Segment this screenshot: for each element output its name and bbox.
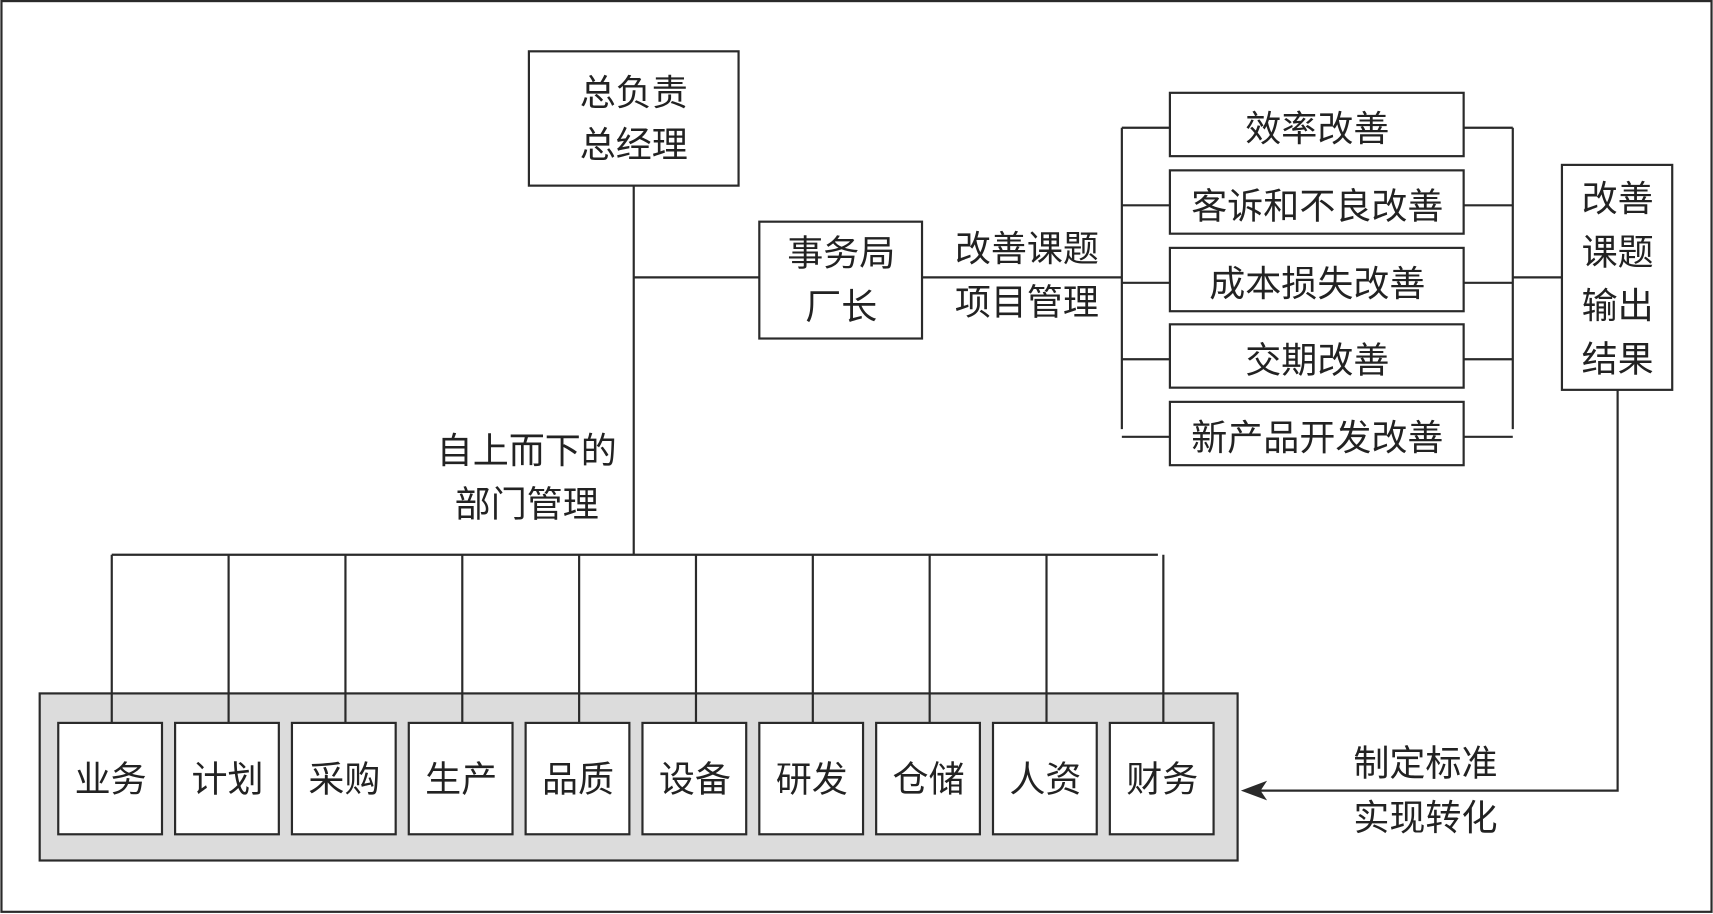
department-node: 仓储 <box>875 554 981 836</box>
department-box <box>1108 721 1215 836</box>
department-label: 生产 <box>425 760 497 801</box>
department-node: 财务 <box>1108 554 1215 836</box>
topic-label: 新产品开发改善 <box>1191 418 1443 459</box>
department-label: 业务 <box>75 760 147 801</box>
topic-box <box>1168 400 1465 467</box>
topic-box <box>1168 323 1465 389</box>
output-node: 改善 课题 输出 结果 <box>1560 163 1674 391</box>
department-box <box>57 721 164 836</box>
topic-label: 成本损失改善 <box>1209 264 1425 305</box>
topic-label: 客诉和不良改善 <box>1191 186 1443 227</box>
department-box <box>875 721 981 836</box>
office-line1: 事务局 <box>787 233 895 274</box>
office-node: 事务局 厂长 <box>758 220 924 340</box>
topic-label: 效率改善 <box>1245 109 1389 150</box>
project-label-line1: 改善课题 <box>955 229 1099 270</box>
topic-label: 交期改善 <box>1245 340 1389 381</box>
department-node: 采购 <box>290 554 397 836</box>
department-label: 财务 <box>1126 760 1198 801</box>
department-label: 设备 <box>659 760 731 801</box>
department-box <box>641 721 748 836</box>
topic-box <box>1168 169 1465 235</box>
department-node: 业务 <box>57 554 164 836</box>
department-box <box>407 721 514 836</box>
output-line3: 输出 <box>1582 286 1654 327</box>
topic-node: 新产品开发改善 <box>1121 400 1513 467</box>
topic-box <box>1168 246 1465 313</box>
department-box <box>524 721 631 836</box>
dept-label-line2: 部门管理 <box>455 485 599 526</box>
department-node: 研发 <box>758 554 865 836</box>
feedback-line <box>1256 389 1619 792</box>
general-manager-line2: 总经理 <box>580 125 688 166</box>
department-node: 生产 <box>407 554 514 836</box>
feedback-arrowhead <box>1240 780 1268 801</box>
department-node: 品质 <box>524 554 631 836</box>
output-line4: 结果 <box>1582 339 1654 380</box>
department-node: 计划 <box>174 554 280 836</box>
dept-label-line1: 自上而下的 <box>437 431 617 472</box>
topic-node: 交期改善 <box>1121 323 1513 389</box>
department-label: 品质 <box>542 760 614 801</box>
department-label: 研发 <box>776 760 848 801</box>
department-box <box>174 721 280 836</box>
general-manager-line1: 总负责 <box>580 73 688 114</box>
general-manager-node: 总负责 总经理 <box>527 50 740 187</box>
feedback-label-line1: 制定标准 <box>1353 743 1497 784</box>
department-label: 采购 <box>308 760 380 801</box>
feedback-label-line2: 实现转化 <box>1353 798 1497 839</box>
topic-node: 成本损失改善 <box>1121 246 1513 313</box>
output-line1: 改善 <box>1582 179 1654 220</box>
department-label: 计划 <box>191 760 263 801</box>
office-line2: 厂长 <box>805 287 877 328</box>
department-box <box>290 721 397 836</box>
department-label: 人资 <box>1009 760 1081 801</box>
project-label-line2: 项目管理 <box>955 282 1099 323</box>
department-node: 人资 <box>991 554 1098 836</box>
department-box <box>991 721 1098 836</box>
output-line2: 课题 <box>1582 232 1654 273</box>
topic-node: 客诉和不良改善 <box>1121 169 1513 235</box>
department-node: 设备 <box>641 554 748 836</box>
topic-node: 效率改善 <box>1121 91 1513 158</box>
department-list: 业务 计划 采购 生产 品质 设备 研发 仓储 人资 财务 <box>57 554 1215 836</box>
department-box <box>758 721 865 836</box>
department-label: 仓储 <box>893 760 965 801</box>
topic-box <box>1168 91 1465 158</box>
